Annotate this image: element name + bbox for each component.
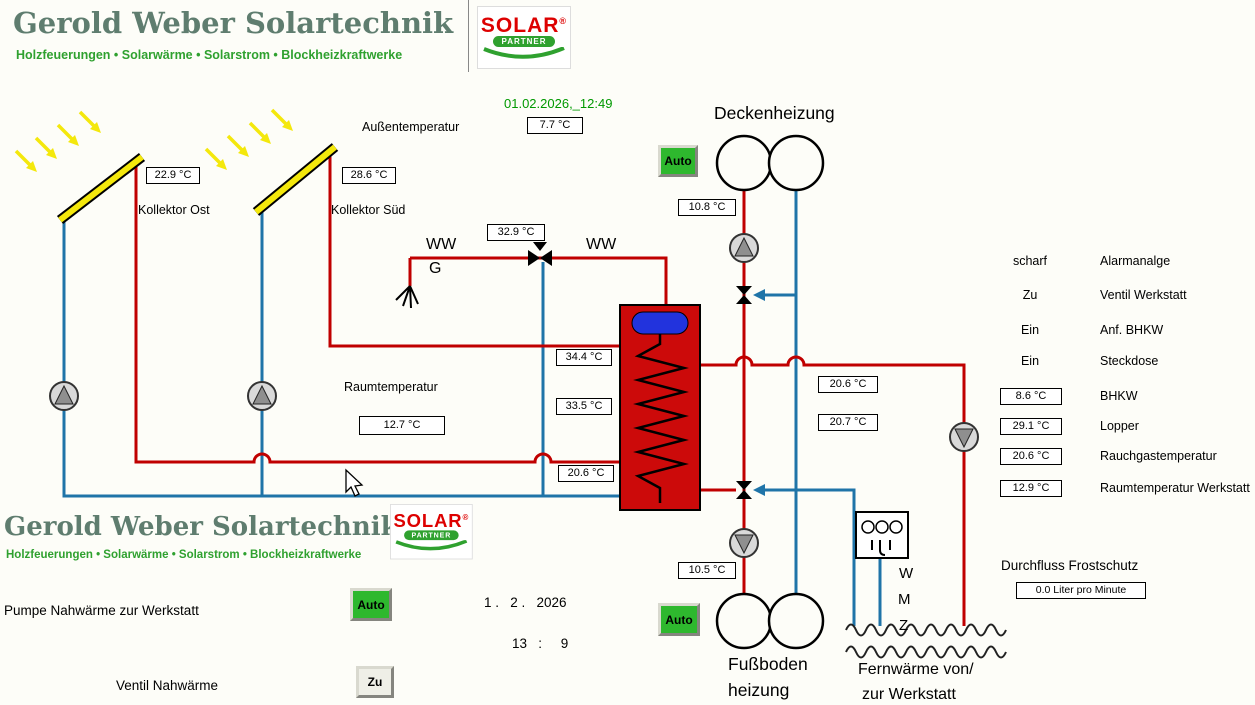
status-label-alarm: Alarmanalge — [1100, 254, 1171, 268]
meter-value-bhkw: 8.6 °C — [1000, 388, 1062, 405]
top-datetime: 01.02.2026,_12:49 — [504, 96, 613, 111]
tank-coil — [633, 334, 689, 503]
collector-south-temp: 28.6 °C — [342, 167, 396, 184]
swoosh-2 — [395, 539, 468, 551]
ww-temp-value: 32.9 °C — [487, 224, 545, 241]
status-state-alarm: scharf — [1012, 254, 1048, 268]
heating-return-temp-2: 20.7 °C — [818, 414, 878, 431]
room-temp-label: Raumtemperatur — [344, 380, 438, 394]
collector-east-panel — [56, 153, 146, 224]
meter-value-room-werkstatt: 12.9 °C — [1000, 480, 1062, 497]
solar-word: SOLAR® — [480, 14, 568, 37]
clock-time: 13 : 9 — [512, 636, 569, 651]
swoosh — [483, 46, 565, 59]
ww-label-right: WW — [586, 236, 617, 253]
floor-heating-label-1: Fußboden — [728, 654, 808, 674]
sun-arrows-east — [14, 110, 101, 172]
company-tagline-2: Holzfeuerungen • Solarwärme • Solarstrom… — [6, 549, 362, 561]
storage-tank — [619, 304, 701, 511]
flow-arrow-ceiling-icon — [753, 289, 765, 301]
tank-temp-bottom: 20.6 °C — [558, 465, 614, 482]
collector-south-panel — [252, 143, 339, 216]
collector-south-label: Kollektor Süd — [331, 203, 406, 217]
wmz-letter-w: W — [899, 565, 914, 582]
valve-warmwater-mixer-icon — [528, 242, 552, 266]
district-heat-waves — [845, 623, 1007, 659]
mouse-cursor — [345, 468, 364, 497]
tank-top-element — [631, 311, 689, 335]
ceiling-heater-icon — [715, 134, 825, 192]
outside-temp-label: Außentemperatur — [362, 120, 460, 134]
meter-label-fluegas: Rauchgastemperatur — [1100, 449, 1217, 463]
wmz-letter-z: Z — [899, 617, 909, 634]
floor-heating-label-2: heizung — [728, 680, 790, 700]
water-outlet-icon — [395, 285, 419, 309]
status-state-valve-werkstatt: Zu — [1022, 288, 1038, 302]
solar-partner-logo: SOLAR® PARTNER — [477, 6, 571, 69]
valve-floor-circuit-icon — [736, 481, 752, 499]
pump-nahwaerme-label: Pumpe Nahwärme zur Werkstatt — [4, 603, 199, 618]
company-logo-title-2: Gerold Weber Solartechnik — [4, 512, 399, 542]
company-logo-title: Gerold Weber Solartechnik — [13, 6, 454, 40]
flow-arrow-floor-icon — [753, 484, 765, 496]
meter-value-lopper: 29.1 °C — [1000, 418, 1062, 435]
ceiling-heating-label: Deckenheizung — [714, 103, 835, 123]
auto-button-ceiling[interactable]: Auto — [658, 145, 698, 177]
auto-button-pump-nahwaerme[interactable]: Auto — [350, 588, 392, 621]
meter-label-room-werkstatt: Raumtemperatur Werkstatt — [1100, 481, 1250, 495]
ww-outlet-g-label: G — [429, 260, 442, 277]
floor-supply-temp: 10.5 °C — [678, 562, 736, 579]
meter-label-lopper: Lopper — [1100, 419, 1139, 433]
valve-nahwaerme-label: Ventil Nahwärme — [116, 678, 219, 693]
tank-temp-middle: 33.5 °C — [556, 398, 612, 415]
pump-collector-east-icon — [49, 381, 79, 411]
collector-east-label: Kollektor Ost — [138, 203, 210, 217]
company-tagline: Holzfeuerungen • Solarwärme • Solarstrom… — [16, 48, 403, 62]
pipe-network-red — [134, 150, 966, 626]
district-heating-label-1: Fernwärme von/ — [858, 661, 974, 678]
heating-return-temp-1: 20.6 °C — [818, 376, 878, 393]
valve-ceiling-circuit-icon — [736, 286, 752, 304]
status-state-socket: Ein — [1020, 354, 1040, 368]
partner-banner-2: PARTNER — [404, 530, 459, 541]
solar-word-2: SOLAR® — [393, 511, 470, 532]
wmz-letter-m: M — [898, 591, 911, 608]
ww-label-left: WW — [426, 236, 457, 253]
meter-label-bhkw: BHKW — [1100, 389, 1138, 403]
collector-east-temp: 22.9 °C — [146, 167, 200, 184]
district-heating-label-2: zur Werkstatt — [862, 686, 956, 703]
status-state-bhkw-request: Ein — [1020, 323, 1040, 337]
sun-arrows-south — [204, 108, 293, 170]
heat-meter-icon — [855, 511, 909, 559]
status-label-valve-werkstatt: Ventil Werkstatt — [1100, 288, 1187, 302]
clock-date: 1 . 2 . 2026 — [484, 595, 567, 610]
pump-collector-south-icon — [247, 381, 277, 411]
ceiling-supply-temp: 10.8 °C — [678, 199, 736, 216]
status-label-bhkw-request: Anf. BHKW — [1100, 323, 1164, 337]
tank-temp-top: 34.4 °C — [556, 349, 612, 366]
zu-button-valve-nahwaerme[interactable]: Zu — [356, 666, 394, 698]
solar-partner-logo-2: SOLAR® PARTNER — [390, 504, 473, 560]
pump-district-heat-icon — [949, 422, 979, 452]
flow-label: Durchfluss Frostschutz — [1001, 558, 1139, 573]
room-temp-value: 12.7 °C — [359, 416, 445, 435]
outside-temp-value: 7.7 °C — [527, 117, 583, 134]
partner-banner: PARTNER — [493, 36, 555, 47]
pump-ceiling-heating-icon — [729, 233, 759, 263]
floor-heater-icon — [715, 592, 825, 650]
meter-value-fluegas: 20.6 °C — [1000, 448, 1062, 465]
auto-button-floor-heating[interactable]: Auto — [658, 603, 700, 636]
flow-value: 0.0 Liter pro Minute — [1016, 582, 1146, 599]
header-divider — [468, 0, 469, 72]
pump-floor-heating-icon — [729, 528, 759, 558]
status-label-socket: Steckdose — [1100, 354, 1159, 368]
pipe-network-blue — [62, 190, 882, 626]
